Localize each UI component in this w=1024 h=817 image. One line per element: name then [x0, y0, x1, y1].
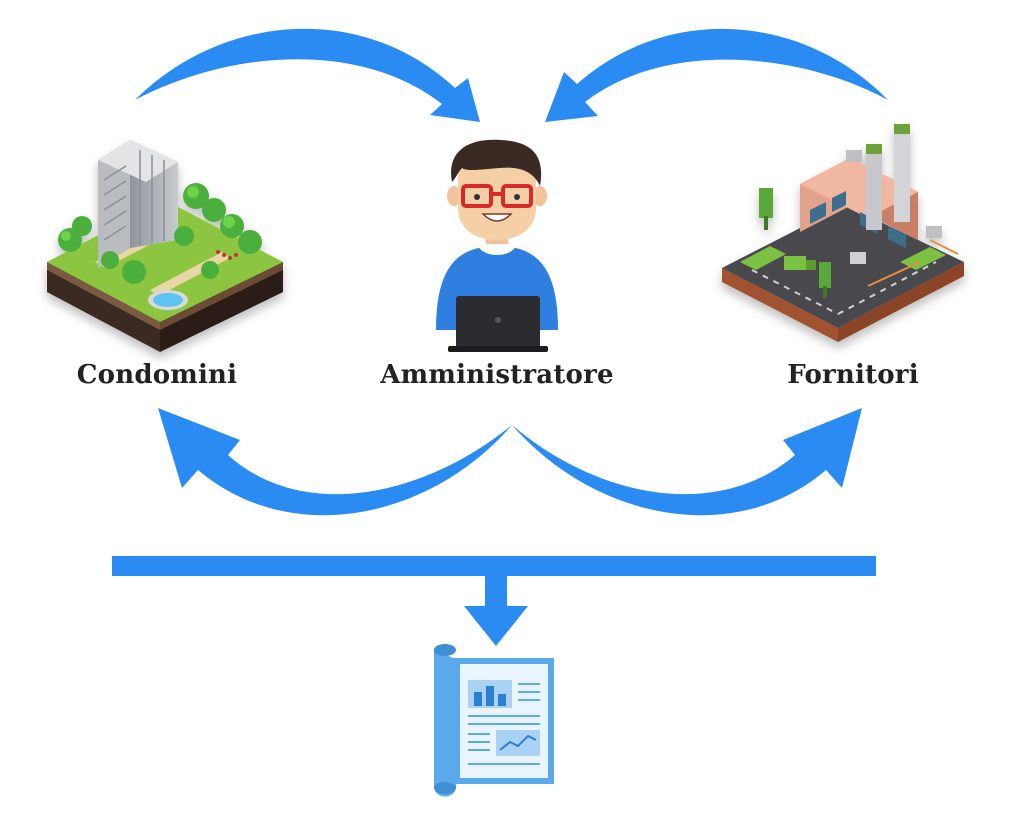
arrow-condomini-to-amministratore — [135, 28, 480, 122]
condomini-label: Condomini — [76, 360, 238, 390]
administrator-at-laptop-icon — [436, 139, 558, 352]
summary-bar-arrow — [112, 556, 876, 646]
arrow-amministratore-to-fornitori — [512, 408, 862, 516]
fornitori-label: Fornitori — [787, 360, 919, 390]
isometric-condominium-block-icon — [47, 140, 283, 352]
report-document-scroll-icon — [434, 644, 554, 797]
arrow-amministratore-to-condomini — [158, 408, 512, 516]
amministratore-label: Amministratore — [380, 360, 614, 390]
arrow-fornitori-to-amministratore — [545, 28, 888, 122]
isometric-factory-icon — [722, 124, 964, 342]
